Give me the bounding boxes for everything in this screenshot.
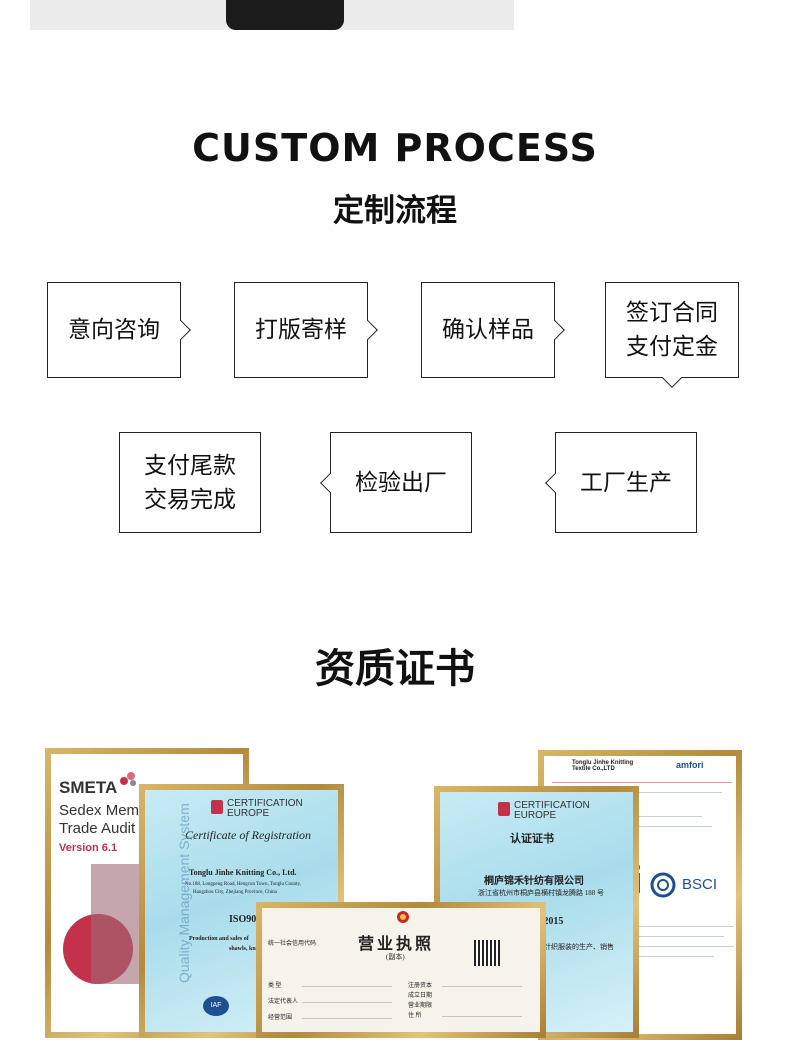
license-subtitle: (副本) bbox=[386, 953, 405, 961]
certificates-title: 资质证书 bbox=[315, 646, 475, 692]
iso-cn-year: :2015 bbox=[540, 916, 564, 927]
iso-en-heading: Certificate of Registration bbox=[185, 828, 311, 842]
bsci-brand: amfori bbox=[676, 760, 704, 770]
license-label-term: 营业期限 bbox=[408, 1003, 433, 1009]
iso-cn-heading: 认证证书 bbox=[510, 833, 554, 845]
step-label-line2: 交易完成 bbox=[144, 486, 236, 513]
step-label: 工厂生产 bbox=[580, 469, 672, 496]
iso-en-address2: Hangzhou City, Zhejiang Province, China bbox=[193, 890, 277, 895]
iso-cn-address: 浙江省杭州市桐庐县横村镇龙腾路 188 号 bbox=[478, 889, 604, 897]
process-title-en: CUSTOM PROCESS bbox=[192, 126, 598, 170]
bsci-company: Tonglu Jinhe Knitting Textile Co.,LTD bbox=[572, 760, 634, 772]
iso-en-standard: ISO9001 bbox=[229, 914, 267, 925]
license-label-legal: 法定代表人 bbox=[268, 999, 299, 1005]
step-label-line1: 签订合同 bbox=[626, 300, 718, 326]
iso-en-side-text: Quality Management System bbox=[176, 803, 192, 983]
ce-logo-icon bbox=[498, 802, 510, 816]
bsci-label: BSCI bbox=[682, 876, 718, 893]
step-label-line2: 支付定金 bbox=[626, 334, 718, 360]
iso-cn-company: 桐庐锦禾针纺有限公司 bbox=[484, 876, 584, 887]
license-label-code: 统一社会信用代码 bbox=[268, 941, 317, 947]
step-inspection: 检验出厂 bbox=[330, 432, 472, 533]
step-label: 意向咨询 bbox=[68, 317, 160, 343]
top-photo bbox=[30, 0, 514, 30]
smeta-line2: Trade Audit bbox=[59, 820, 136, 837]
iso-cn-scope: 针织服装的生产、销售 bbox=[544, 943, 614, 951]
step-label: 打版寄样 bbox=[255, 317, 347, 343]
step-production: 工厂生产 bbox=[555, 432, 697, 533]
iso-cn-org2: EUROPE bbox=[514, 810, 557, 821]
iso-en-company: Tonglu Jinhe Knitting Co., Ltd. bbox=[189, 868, 297, 877]
license-label-address: 住 所 bbox=[408, 1013, 422, 1019]
iaf-logo: IAF bbox=[203, 996, 229, 1016]
smeta-logo-icon bbox=[120, 772, 136, 786]
license-label-date: 成立日期 bbox=[408, 993, 433, 999]
step-inquiry: 意向咨询 bbox=[47, 282, 181, 378]
smeta-version: Version 6.1 bbox=[59, 842, 118, 854]
ce-logo-icon bbox=[211, 800, 223, 814]
smeta-brand: SMETA bbox=[59, 778, 118, 797]
smeta-line1: Sedex Mem bbox=[59, 802, 140, 819]
process-title-cn: 定制流程 bbox=[333, 193, 457, 229]
iso-cn-org1: CERTIFICATION bbox=[514, 800, 590, 811]
bsci-logo-icon bbox=[650, 872, 676, 898]
step-contract-deposit: 签订合同 支付定金 bbox=[605, 282, 739, 378]
license-label-scope: 经营范围 bbox=[268, 1015, 293, 1021]
step-confirm-sample: 确认样品 bbox=[421, 282, 555, 378]
iso-en-org1: CERTIFICATION bbox=[227, 798, 303, 809]
step-label: 确认样品 bbox=[442, 317, 534, 343]
photo-model bbox=[226, 0, 344, 30]
license-title: 营业执照 bbox=[358, 936, 435, 953]
iso-en-org2: EUROPE bbox=[227, 808, 270, 819]
license-label-capital: 注册资本 bbox=[408, 983, 433, 989]
iso-en-scope1: Production and sales of bbox=[189, 936, 249, 942]
step-label: 检验出厂 bbox=[355, 469, 447, 496]
emblem-icon bbox=[397, 911, 409, 923]
business-license: 营业执照 (副本) 统一社会信用代码 类 型 法定代表人 经营范围 注册资本 成… bbox=[256, 902, 546, 1038]
step-sample: 打版寄样 bbox=[234, 282, 368, 378]
qr-code-icon bbox=[474, 940, 500, 966]
iso-en-address1: No.188, Longpeng Road, Hengcun Town, Ton… bbox=[185, 882, 301, 887]
step-label-line1: 支付尾款 bbox=[144, 452, 236, 479]
iso-en-scope2: shawls, kn bbox=[229, 946, 256, 952]
step-final-payment: 支付尾款 交易完成 bbox=[119, 432, 261, 533]
license-label-type: 类 型 bbox=[268, 983, 282, 989]
